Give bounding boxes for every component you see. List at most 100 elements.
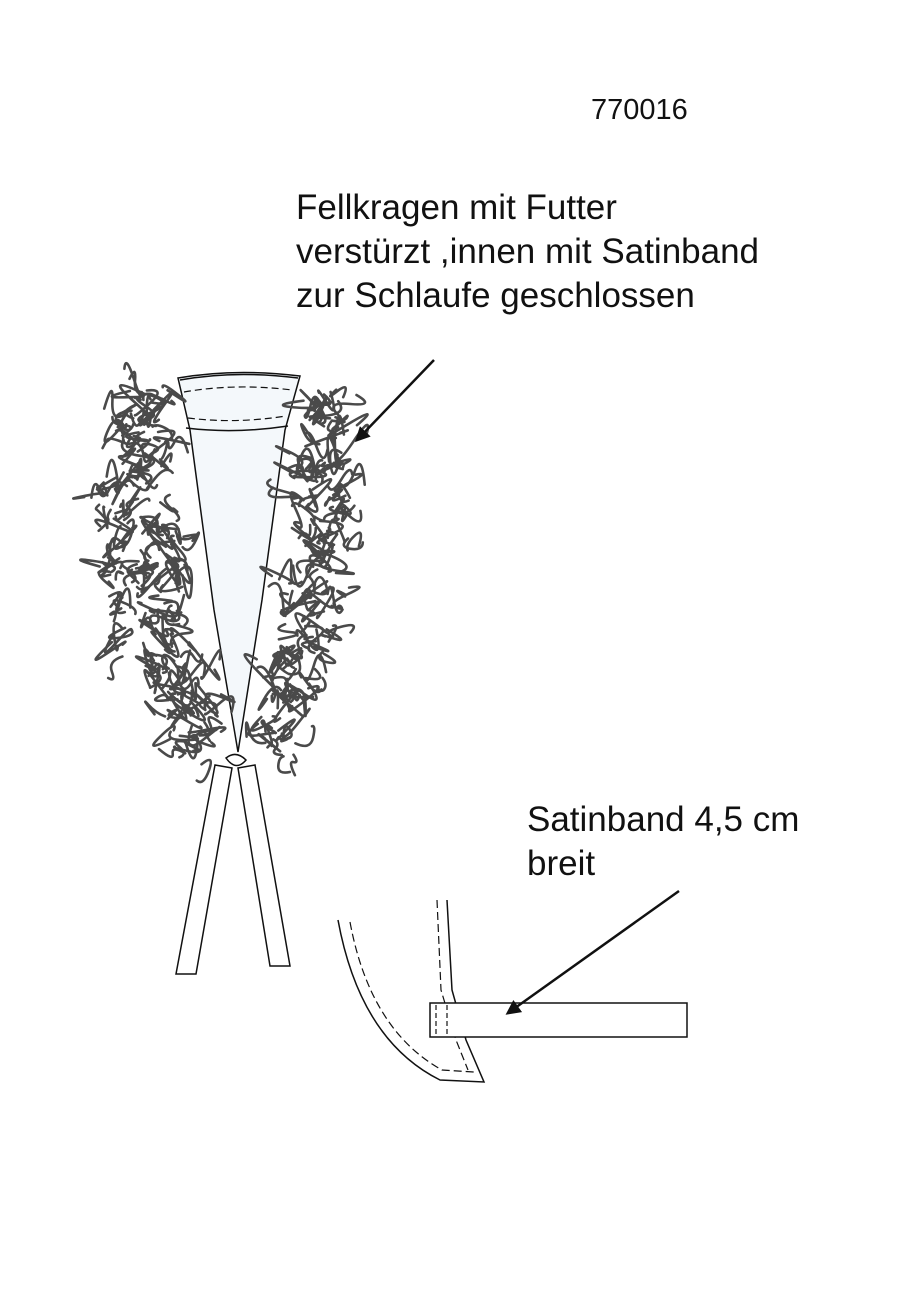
fur-stroke	[303, 395, 323, 419]
fur-stroke	[279, 599, 317, 618]
fur-stroke	[277, 622, 299, 641]
fur-stroke	[257, 685, 283, 711]
fur-stroke	[328, 502, 352, 516]
fur-stroke	[270, 657, 289, 677]
fur-stroke	[164, 604, 181, 627]
fur-stroke	[97, 508, 112, 533]
fur-stroke	[326, 585, 344, 614]
ribbon-detail-drawing	[337, 899, 688, 1083]
fur-stroke	[289, 687, 307, 718]
fur-stroke	[157, 526, 181, 563]
fur-stroke	[117, 454, 148, 471]
fur-stroke	[304, 526, 322, 548]
fur-stroke	[302, 590, 336, 610]
fur-stroke	[94, 503, 111, 524]
fur-stroke	[278, 690, 291, 712]
fur-stroke	[272, 652, 283, 670]
fur-stroke	[138, 618, 170, 638]
fur-stroke	[141, 512, 161, 535]
fur-stroke	[148, 594, 174, 603]
fur-stroke	[139, 611, 153, 629]
fur-stroke	[79, 558, 116, 574]
fur-stroke	[142, 515, 168, 534]
fur-stroke	[193, 727, 217, 748]
fur-stroke	[316, 676, 327, 693]
fur-stroke	[283, 681, 305, 703]
fur-stroke	[332, 585, 361, 607]
fur-stroke	[94, 517, 134, 534]
fur-stroke	[183, 661, 207, 683]
tie-end-left	[175, 764, 233, 975]
fur-stroke	[282, 691, 301, 704]
fur-stroke	[169, 623, 194, 648]
fur-stroke	[304, 460, 315, 471]
fur-stroke	[325, 529, 339, 547]
fur-stroke	[319, 560, 355, 576]
fur-stroke	[145, 608, 162, 625]
fur-stroke	[334, 504, 356, 520]
fur-stroke	[304, 667, 322, 681]
fur-stroke	[195, 694, 211, 711]
fur-stroke	[122, 571, 152, 588]
fur-stroke	[135, 560, 152, 591]
fur-stroke	[298, 619, 312, 634]
fur-left-lapel	[72, 361, 236, 784]
fur-stroke	[307, 487, 319, 513]
fur-stroke	[307, 460, 322, 480]
fur-stroke	[108, 591, 127, 615]
fur-stroke	[294, 724, 316, 748]
fur-stroke	[198, 716, 223, 737]
fur-stroke	[338, 417, 346, 425]
collar-drawing	[72, 361, 370, 975]
fur-stroke	[200, 649, 222, 680]
fur-stroke	[150, 454, 170, 471]
fur-stroke	[304, 431, 329, 460]
fur-stroke	[172, 698, 207, 722]
fur-stroke	[97, 557, 124, 574]
fur-stroke	[306, 608, 326, 617]
fur-stroke	[102, 389, 127, 419]
fur-stroke	[166, 708, 181, 721]
collar-annotation: Fellkragen mit Futter verstürzt ,innen m…	[296, 186, 759, 318]
fur-stroke	[266, 478, 303, 504]
ribbon-arrow	[505, 889, 680, 1015]
fur-stroke	[256, 665, 277, 696]
fur-stroke	[337, 504, 363, 523]
neckband-seam-bottom	[187, 415, 287, 422]
fur-stroke	[112, 622, 123, 652]
fur-stroke	[289, 753, 298, 777]
fur-stroke	[288, 582, 317, 610]
fur-stroke	[143, 669, 173, 702]
fur-stroke	[151, 424, 174, 442]
fur-stroke	[320, 393, 335, 407]
fur-stroke	[174, 739, 188, 759]
fur-stroke	[244, 721, 267, 745]
fur-stroke	[149, 653, 169, 671]
fur-stroke	[169, 534, 187, 562]
fur-stroke	[296, 454, 313, 483]
fur-stroke	[305, 562, 333, 579]
fur-stroke	[174, 529, 199, 541]
fur-stroke	[90, 482, 108, 499]
fur-stroke	[314, 459, 324, 484]
fur-stroke	[169, 627, 197, 653]
fur-stroke	[276, 755, 292, 774]
fur-stroke	[165, 561, 181, 585]
neckband-top-edge	[179, 373, 299, 381]
fur-stroke	[313, 511, 336, 522]
fur-stroke	[138, 402, 162, 427]
fur-stroke	[117, 403, 138, 420]
fur-stroke	[157, 747, 187, 759]
fur-stroke	[105, 458, 121, 495]
fur-stroke	[149, 520, 164, 537]
fur-stroke	[290, 520, 313, 542]
fur-stroke	[320, 628, 343, 642]
fur-stroke	[345, 531, 363, 552]
fur-stroke	[282, 651, 301, 667]
collar-annotation-line-2: verstürzt ,innen mit Satinband	[296, 232, 760, 271]
fur-stroke	[133, 388, 159, 417]
fur-stroke	[125, 431, 152, 443]
fur-stroke	[114, 508, 128, 515]
fur-stroke	[184, 706, 200, 718]
fur-stroke	[161, 669, 180, 690]
